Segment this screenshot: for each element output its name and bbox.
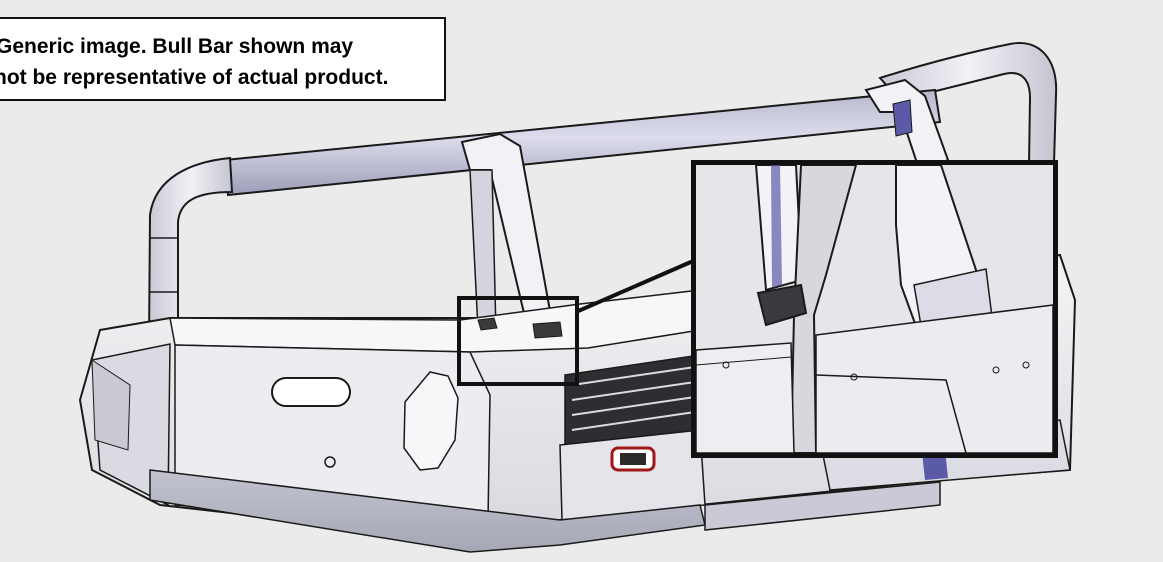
highlight-box: [457, 296, 579, 386]
disclaimer-line-2: not be representative of actual product.: [0, 66, 389, 89]
zoom-inset: [691, 160, 1058, 458]
zoom-detail-illustration: [696, 165, 1053, 453]
disclaimer-box: Generic image. Bull Bar shown may not be…: [0, 17, 446, 101]
disclaimer-line-1: Generic image. Bull Bar shown may: [0, 35, 354, 58]
